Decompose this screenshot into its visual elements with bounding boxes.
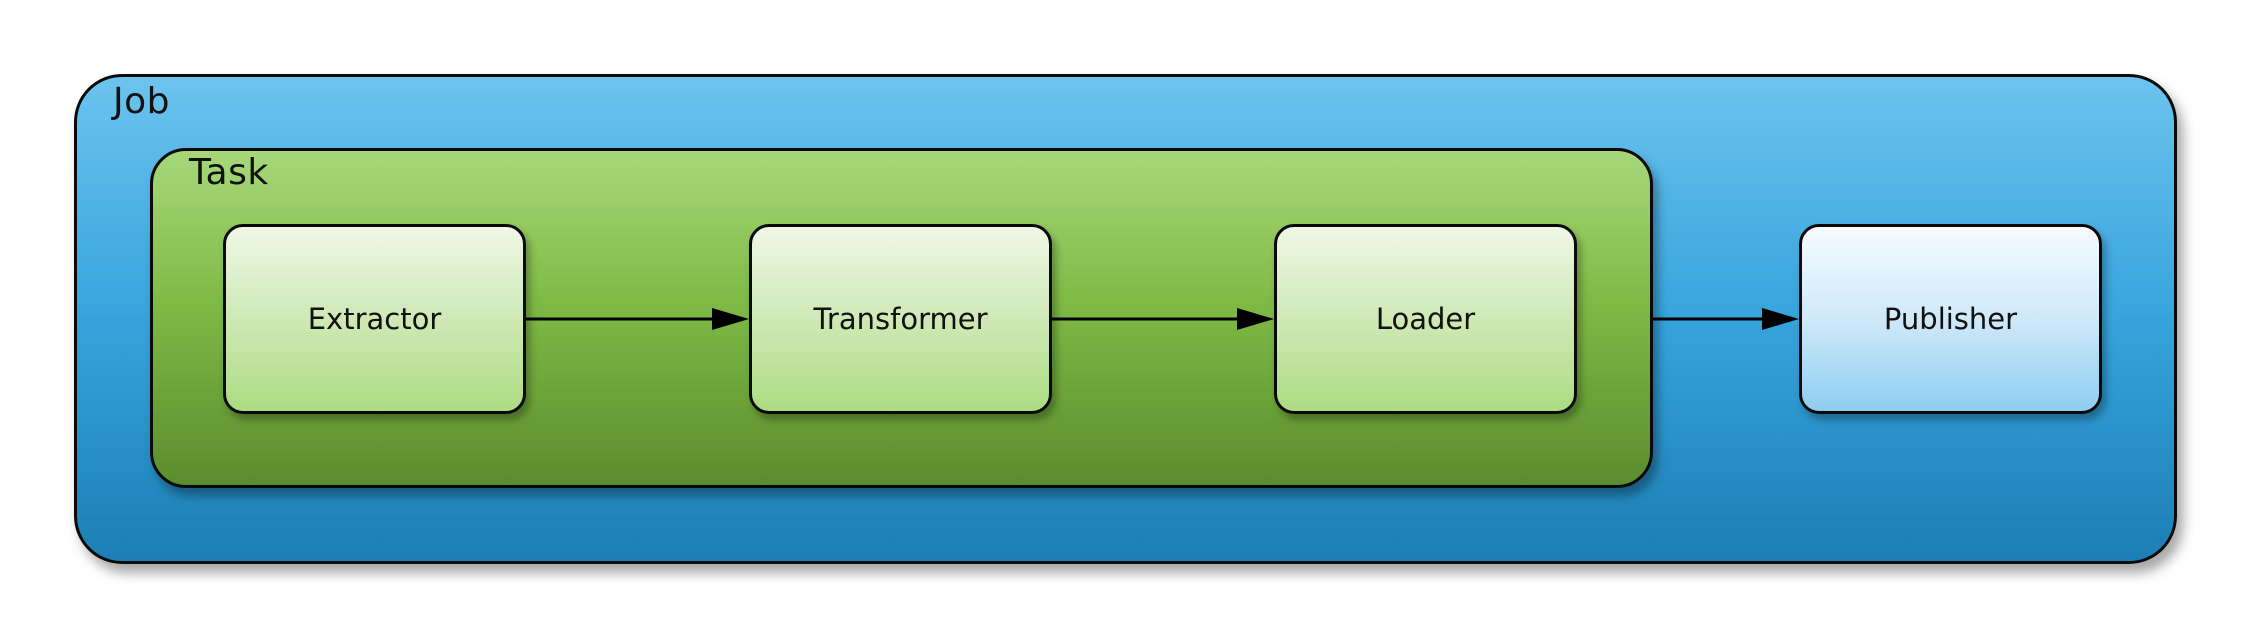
extractor-node: Extractor bbox=[223, 224, 526, 414]
transformer-node: Transformer bbox=[749, 224, 1052, 414]
job-label: Job bbox=[113, 81, 170, 122]
extractor-label: Extractor bbox=[307, 302, 442, 336]
loader-label: Loader bbox=[1375, 302, 1476, 336]
publisher-node: Publisher bbox=[1799, 224, 2102, 414]
transformer-label: Transformer bbox=[813, 302, 988, 336]
loader-node: Loader bbox=[1274, 224, 1577, 414]
publisher-label: Publisher bbox=[1883, 302, 2018, 336]
task-label: Task bbox=[189, 152, 269, 193]
